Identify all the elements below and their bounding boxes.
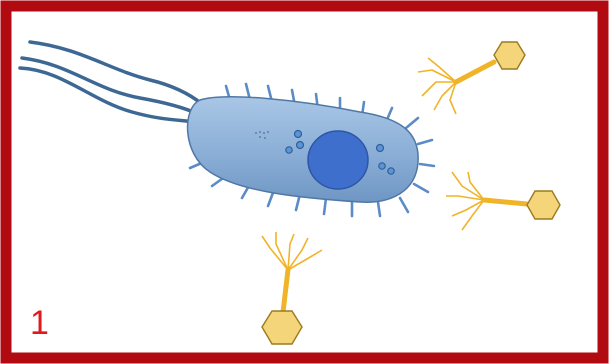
phage-legs [418,58,456,114]
phage-head [262,311,302,344]
flagella [20,42,202,122]
phage-legs [262,232,322,270]
phage-head [494,42,525,69]
phage-tail [456,62,494,82]
bacteriophage-3 [262,232,322,344]
phage-tail [283,270,288,312]
flagellum-3 [20,68,196,122]
phage-head [527,191,560,219]
nucleoid [308,131,368,189]
panel-number: 1 [30,306,49,340]
flagellum-1 [30,42,202,104]
phage-tail [484,200,527,204]
bacteriophage-2 [446,172,560,230]
phage-legs [446,172,484,230]
bacteriophage-1 [418,42,525,114]
